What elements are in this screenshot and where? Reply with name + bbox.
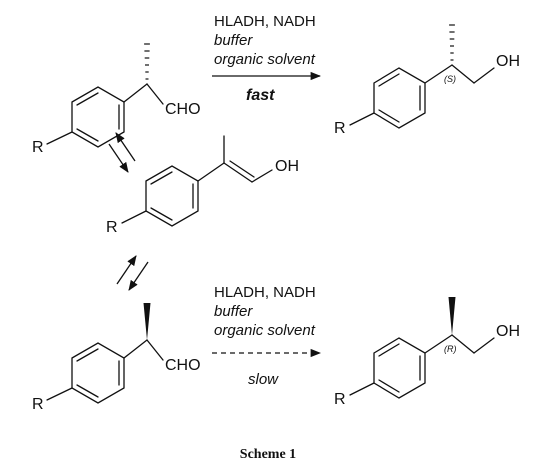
r-label-bottom-left: R (32, 396, 44, 413)
r-label-top-right: R (334, 120, 346, 137)
equilibrium-arrows-upper (108, 132, 136, 173)
top-buffer: buffer (214, 32, 253, 49)
top-reaction-conditions: HLADH, NADH buffer organic solvent fast (212, 13, 322, 104)
bottom-buffer: buffer (214, 303, 253, 320)
oh-label-top: OH (496, 53, 520, 70)
bottom-solvent: organic solvent (214, 322, 316, 339)
cho-label: CHO (165, 101, 201, 118)
oh-label-enol: OH (275, 158, 299, 175)
enol-structure: OH R (106, 135, 299, 236)
s-descriptor: (S) (444, 74, 456, 84)
r-label-bottom-right: R (334, 391, 346, 408)
cho-label-bottom: CHO (165, 357, 201, 374)
top-rate-label: fast (246, 87, 275, 104)
equilibrium-arrows-lower (116, 255, 149, 291)
r-label: R (32, 139, 44, 156)
wedge-bond-r-alcohol (448, 297, 456, 335)
r-label-enol: R (106, 219, 118, 236)
r-descriptor: (R) (444, 344, 457, 354)
bottom-reaction-conditions: HLADH, NADH buffer organic solvent slow (212, 284, 322, 388)
bottom-rate-label: slow (248, 371, 279, 388)
r-alcohol-structure: (R) OH R (334, 297, 520, 408)
s-alcohol-structure: (S) OH R (334, 24, 520, 137)
scheme-caption: Scheme 1 (240, 447, 296, 462)
top-solvent: organic solvent (214, 51, 316, 68)
hashed-bond-s-alcohol (449, 24, 455, 61)
top-reagents: HLADH, NADH (214, 13, 316, 30)
s-aldehyde-structure: CHO R (32, 43, 201, 156)
bottom-reagents: HLADH, NADH (214, 284, 316, 301)
r-aldehyde-structure: CHO R (32, 303, 201, 413)
hashed-bond-top (144, 43, 150, 80)
wedge-bond-r-aldehyde (143, 303, 151, 340)
oh-label-bottom: OH (496, 323, 520, 340)
